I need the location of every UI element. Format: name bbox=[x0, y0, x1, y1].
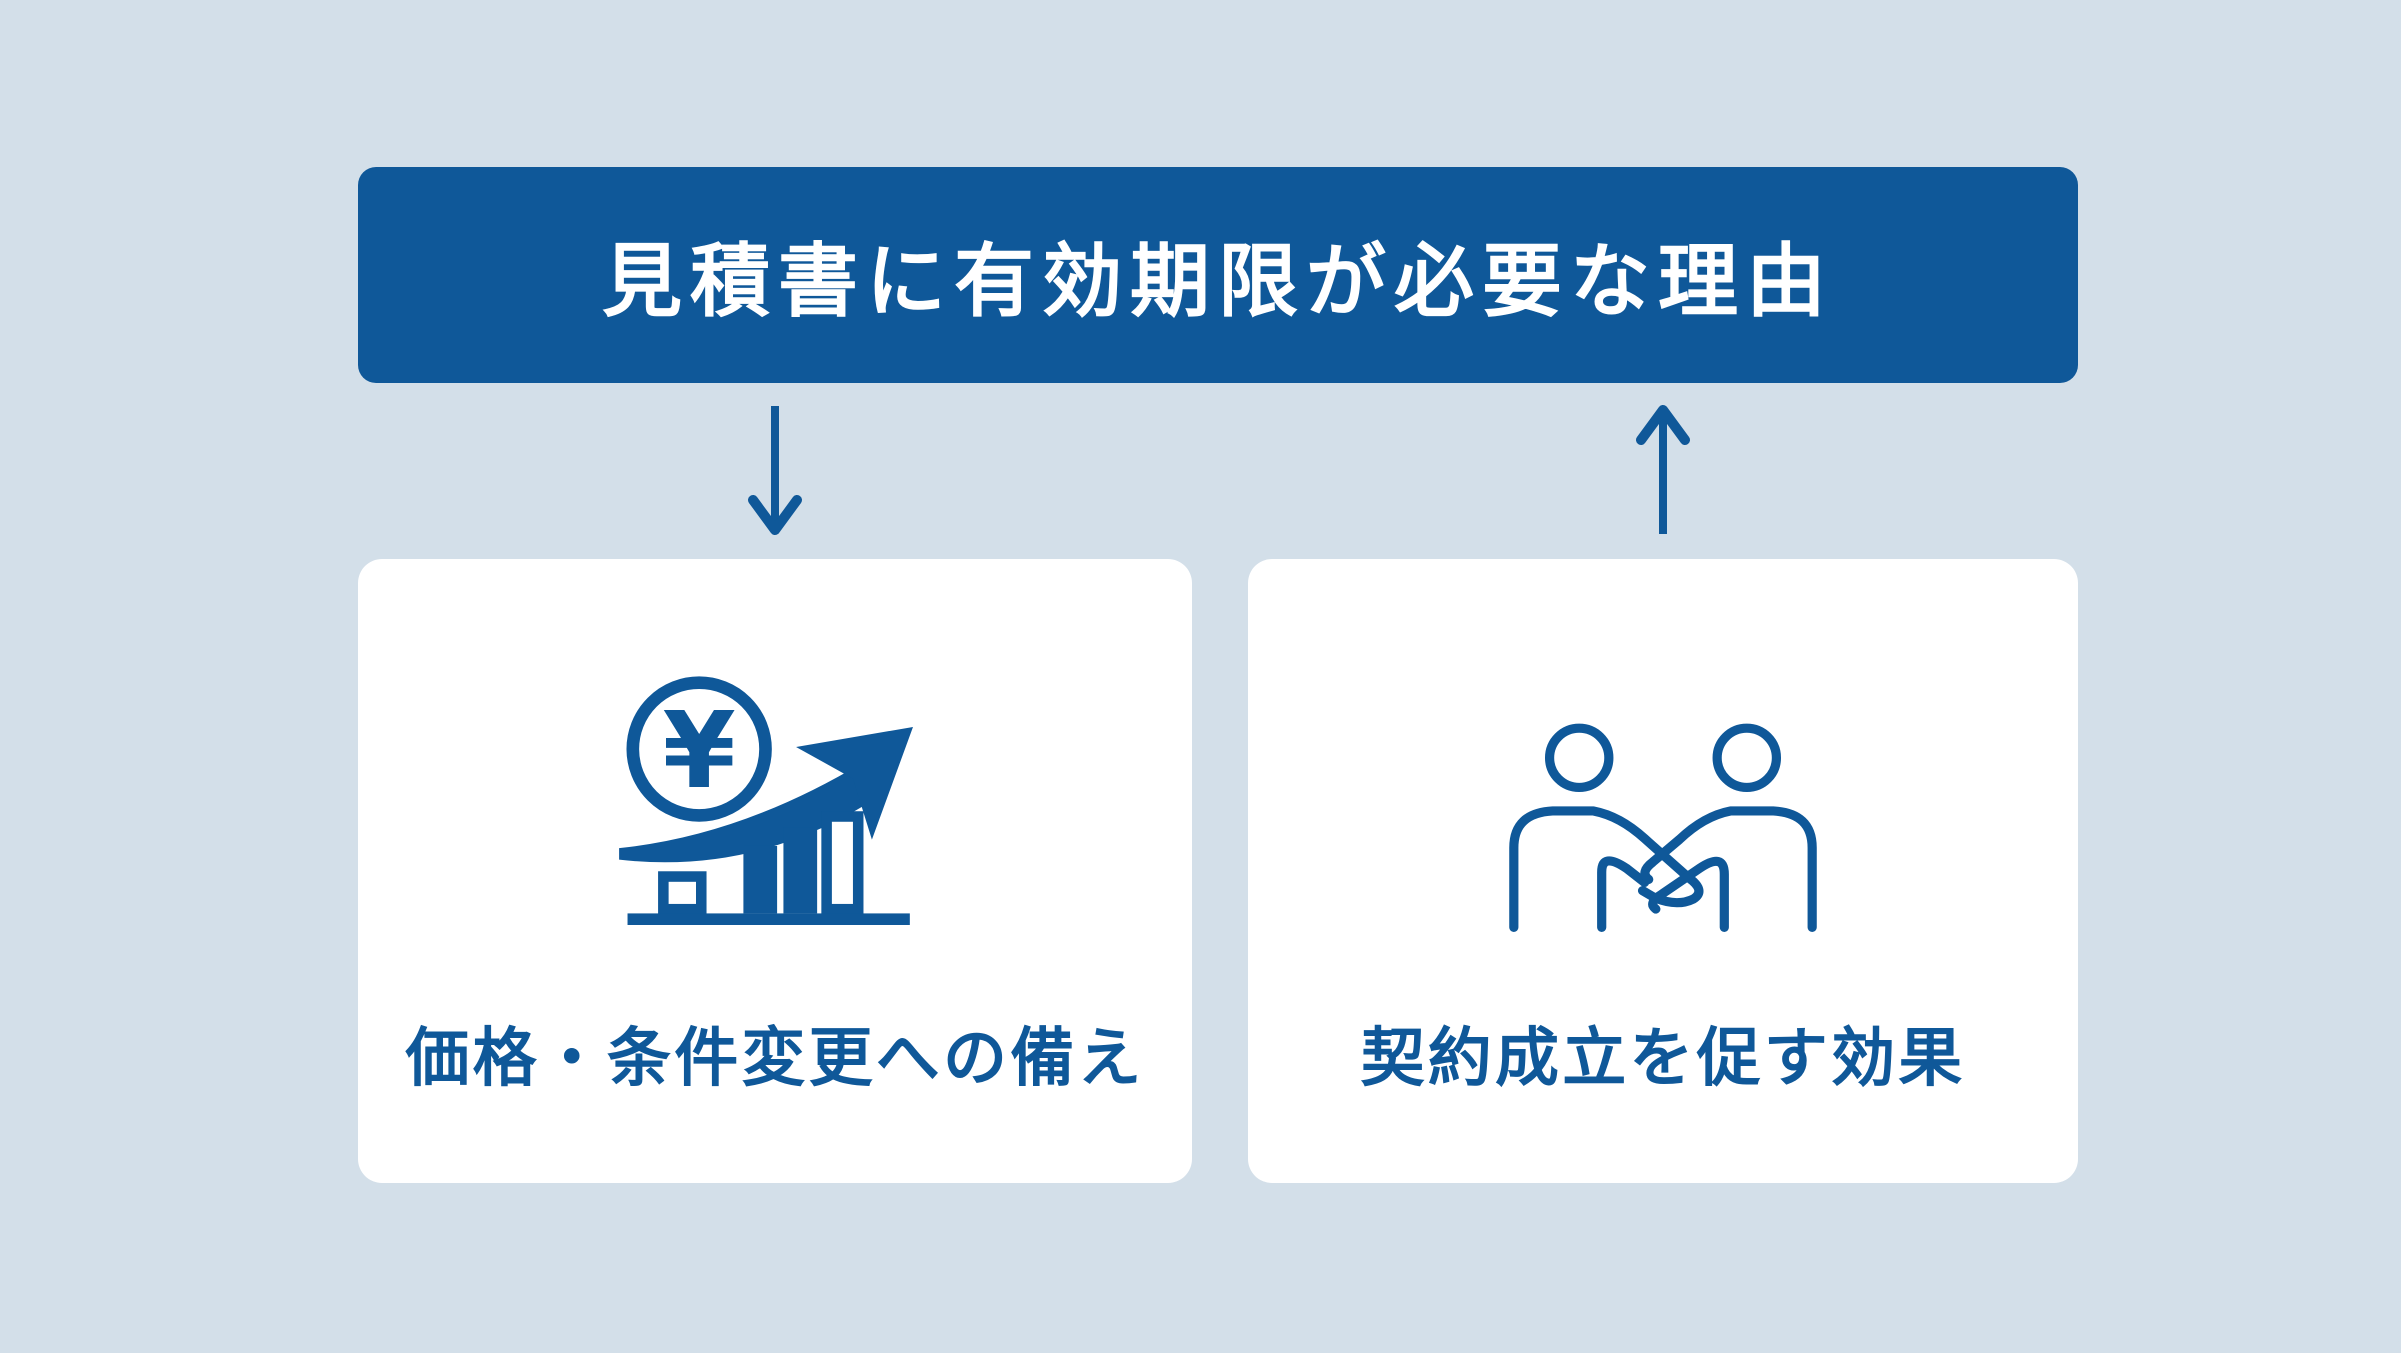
yen-growth-chart-icon: ¥ bbox=[619, 676, 913, 925]
right-person-body bbox=[1640, 806, 1817, 933]
arrow-up-icon bbox=[1636, 405, 1690, 534]
title-banner: 見積書に有効期限が必要な理由 bbox=[358, 167, 2078, 383]
arrow-down-icon bbox=[748, 406, 802, 535]
card-label-contract-effect: 契約成立を促す効果 bbox=[1360, 1022, 1966, 1094]
right-person-arm bbox=[1648, 856, 1729, 933]
card-label-price-change: 価格・条件変更への備え bbox=[405, 1022, 1145, 1094]
left-person-arm bbox=[1597, 856, 1650, 933]
card-contract-effect: 契約成立を促す効果 bbox=[1248, 559, 2078, 1183]
yen-symbol: ¥ bbox=[663, 689, 736, 812]
yen-coin-circle bbox=[626, 676, 772, 822]
handshake-icon bbox=[1509, 723, 1817, 933]
left-person-head bbox=[1544, 723, 1614, 793]
left-person-body bbox=[1509, 806, 1704, 933]
card-price-change: ¥ 価格・条件変更への備え bbox=[358, 559, 1192, 1183]
right-person-head bbox=[1712, 723, 1782, 793]
page-title: 見積書に有効期限が必要な理由 bbox=[602, 237, 1834, 326]
